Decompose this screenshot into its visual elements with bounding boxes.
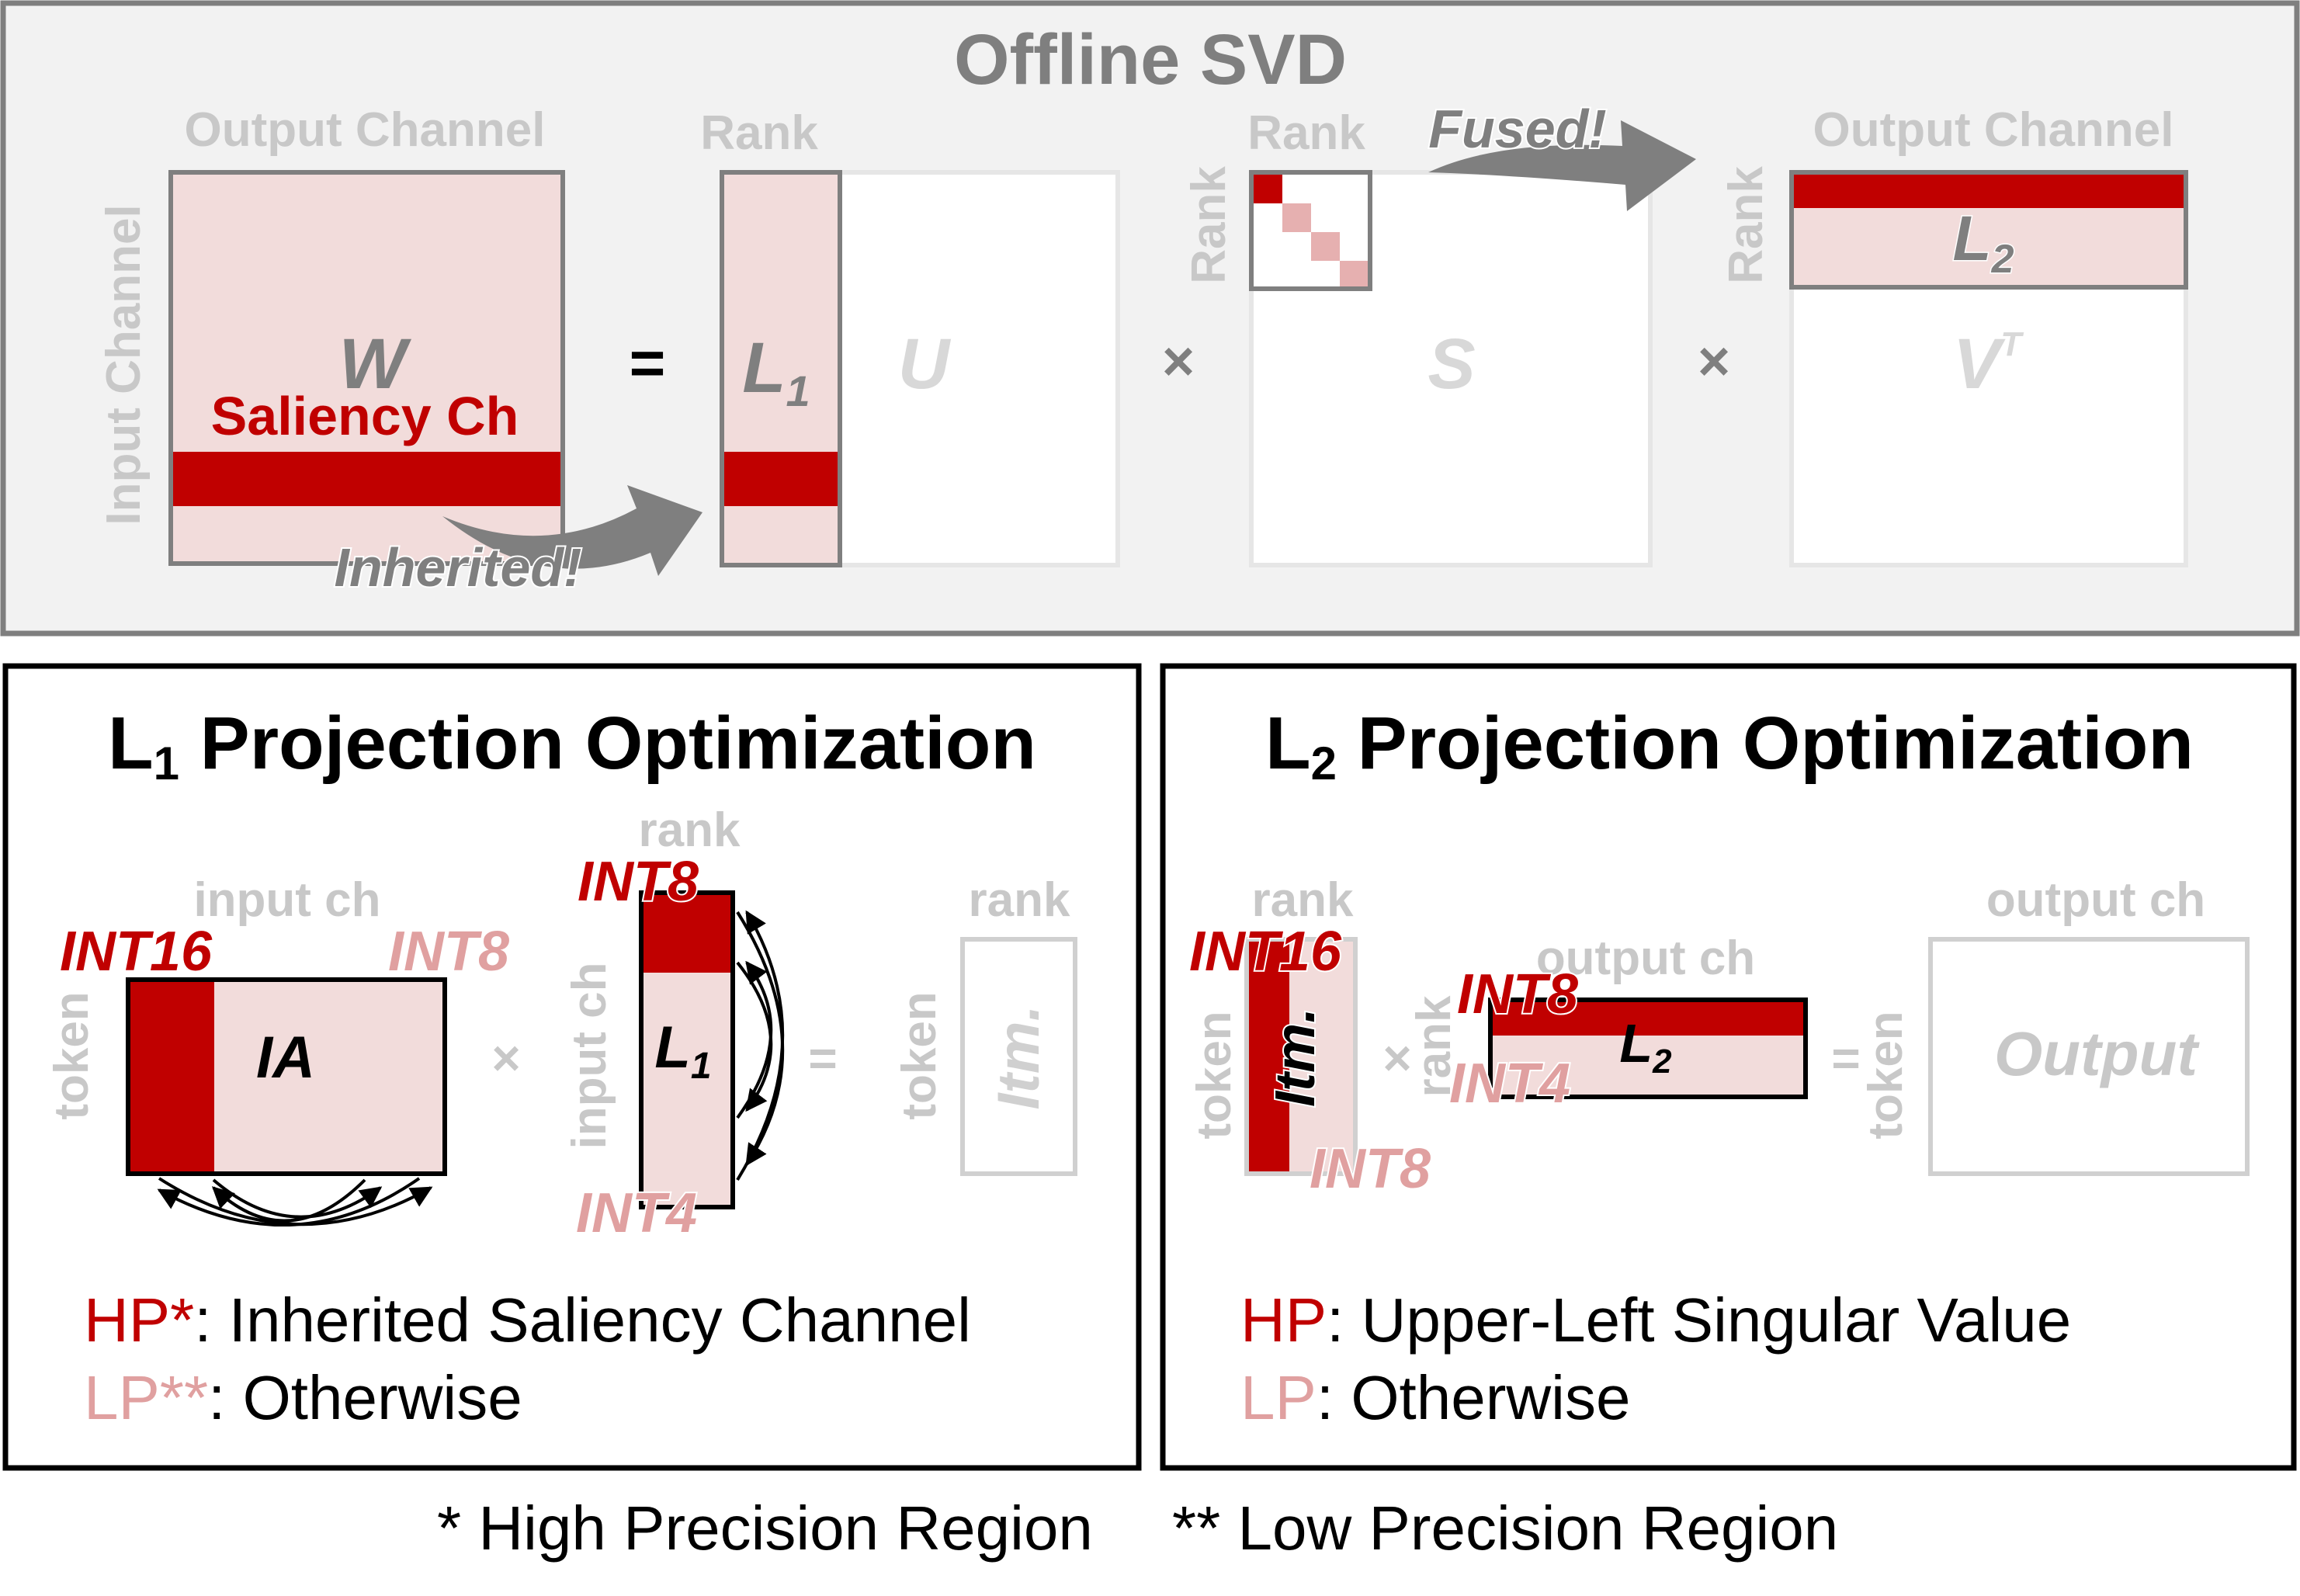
- s-matrix-name: S: [1428, 324, 1475, 404]
- ia-matrix: input ch token IA INT16 INT8: [45, 873, 511, 1226]
- footnote-hp: * High Precision Region: [437, 1494, 1093, 1563]
- l2-times-sign: ×: [1382, 1030, 1411, 1086]
- l2-hp-row: [1493, 1002, 1803, 1036]
- offline-svd-panel: Offline SVD Output Channel Input Channel…: [0, 0, 2300, 637]
- l1-hp-block: [644, 895, 730, 973]
- l2-itm-int16-label: INT16: [1189, 921, 1342, 983]
- l2-rank-label: rank: [1407, 995, 1461, 1097]
- top-times-sign-1: ×: [1162, 331, 1195, 393]
- l2-matrix: output ch rank L2 INT8 INT4: [1407, 932, 1808, 1116]
- s-diag-3: [1311, 232, 1340, 261]
- u-matrix-name: U: [898, 324, 952, 404]
- l2-itm-matrix: rank token Itm. INT16 INT8: [1188, 873, 1432, 1202]
- top-equals-sign: =: [630, 328, 666, 397]
- l1-matrix-name: L1: [654, 1015, 711, 1087]
- s-top-block: [1249, 170, 1372, 291]
- s-rank-side-label: Rank: [1182, 166, 1236, 284]
- output-token-label: token: [1859, 1011, 1913, 1139]
- output-matrix: output ch token Output: [1859, 873, 2250, 1176]
- l2-top-name: L2: [1952, 203, 2014, 282]
- l1-int4-label: INT4: [576, 1182, 697, 1244]
- s-diag-2: [1282, 203, 1311, 232]
- l1-rank-label: rank: [639, 803, 741, 857]
- ia-int16-label: INT16: [60, 921, 213, 983]
- l1-itm-body: [960, 937, 1077, 1176]
- l2-legend-lp: LP: Otherwise: [1240, 1363, 1630, 1432]
- l1-int8-label: INT8: [578, 851, 699, 913]
- l2-output-ch-label: output ch: [1536, 932, 1755, 985]
- ia-reorder-arrow-2: [158, 1177, 433, 1226]
- l1-projection-panel: L1 Projection Optimization input ch toke…: [2, 663, 1142, 1471]
- l2-projection-panel: L2 Projection Optimization rank token It…: [1160, 663, 2297, 1471]
- l1-itm-token-label: token: [893, 991, 946, 1119]
- ia-int8-label: INT8: [388, 921, 509, 983]
- s-rank-label: Rank: [1247, 106, 1365, 160]
- l2-legend-hp: HP: Upper-Left Singular Value: [1240, 1285, 2071, 1355]
- top-times-sign-2: ×: [1698, 331, 1730, 393]
- vt-matrix: Output Channel Rank L2 VT: [1719, 103, 2188, 567]
- inherited-arrow: Inherited!: [333, 485, 702, 599]
- w-input-channel-label: Input Channel: [97, 204, 151, 525]
- l1-itm-name: Itm.: [986, 1004, 1052, 1109]
- inherited-label: Inherited!: [335, 537, 582, 598]
- ia-reorder-arrow-3: [211, 1178, 366, 1223]
- l1-matrix: rank input ch L1 INT8 INT4: [563, 803, 785, 1246]
- l2-matrix-name: L2: [1619, 1013, 1672, 1081]
- l1-reorder-arrow-2: [736, 911, 785, 1167]
- output-ch-label: output ch: [1986, 873, 2205, 927]
- output-matrix-name: Output: [1994, 1019, 2200, 1088]
- l2-int8-label: INT8: [1457, 963, 1578, 1025]
- s-matrix: Rank Rank S: [1182, 106, 1653, 567]
- l1-saliency-bar: [724, 452, 838, 506]
- l1-itm-rank-label: rank: [969, 873, 1070, 927]
- ia-reorder-arrow-4: [212, 1178, 383, 1219]
- l2-itm-token-label: token: [1188, 1011, 1241, 1139]
- saliency-ch-label: Saliency Ch: [211, 386, 519, 446]
- footnote-lp: ** Low Precision Region: [1172, 1494, 1838, 1563]
- ia-input-ch-label: input ch: [193, 873, 380, 927]
- vt-rank-side-label: Rank: [1719, 166, 1773, 284]
- l1-panel-title: L1 Projection Optimization: [108, 702, 1036, 789]
- l1-itm-matrix: rank token Itm.: [893, 873, 1077, 1176]
- l2-int4-label: INT4: [1449, 1053, 1570, 1115]
- ia-matrix-name: IA: [256, 1025, 315, 1091]
- fused-arrow: Fused!: [1427, 97, 1696, 211]
- l2-itm-hp-column: [1249, 942, 1289, 1171]
- l1-equals-sign: =: [808, 1030, 837, 1086]
- u-rank-label: Rank: [700, 106, 818, 160]
- l1-times-sign: ×: [491, 1030, 520, 1086]
- l2-panel-title: L2 Projection Optimization: [1265, 702, 2194, 789]
- fused-label: Fused!: [1428, 99, 1606, 159]
- l2-equals-sign: =: [1831, 1030, 1860, 1086]
- w-saliency-channel-bar: [173, 452, 560, 506]
- l1-reorder-arrow-4: [736, 961, 773, 1112]
- l1-input-ch-label: input ch: [563, 962, 616, 1149]
- s-diag-1: [1254, 175, 1282, 203]
- w-matrix: Output Channel Input Channel W Saliency …: [97, 103, 565, 566]
- vt-output-channel-label: Output Channel: [1813, 103, 2174, 157]
- ia-token-label: token: [45, 991, 99, 1119]
- vt-matrix-name: VT: [1953, 324, 2024, 404]
- u-matrix: Rank L1 U: [700, 106, 1120, 567]
- w-output-channel-label: Output Channel: [185, 103, 546, 157]
- l2-hp-bar: [1794, 175, 2184, 208]
- l1-top-name: L1: [742, 328, 810, 415]
- l1-legend-hp: HP*: Inherited Saliency Channel: [84, 1285, 971, 1355]
- l2-itm-rank-label: rank: [1252, 873, 1354, 927]
- l2-itm-name: Itm.: [1264, 1008, 1327, 1107]
- l1-legend-lp: LP**: Otherwise: [84, 1363, 522, 1432]
- w-matrix-name: W: [339, 324, 412, 404]
- ia-hp-column: [130, 982, 214, 1171]
- s-diag-4: [1340, 261, 1369, 287]
- l2-itm-int8-label: INT8: [1310, 1138, 1431, 1200]
- offline-svd-title: Offline SVD: [954, 20, 1347, 99]
- output-matrix-body: [1928, 937, 2250, 1176]
